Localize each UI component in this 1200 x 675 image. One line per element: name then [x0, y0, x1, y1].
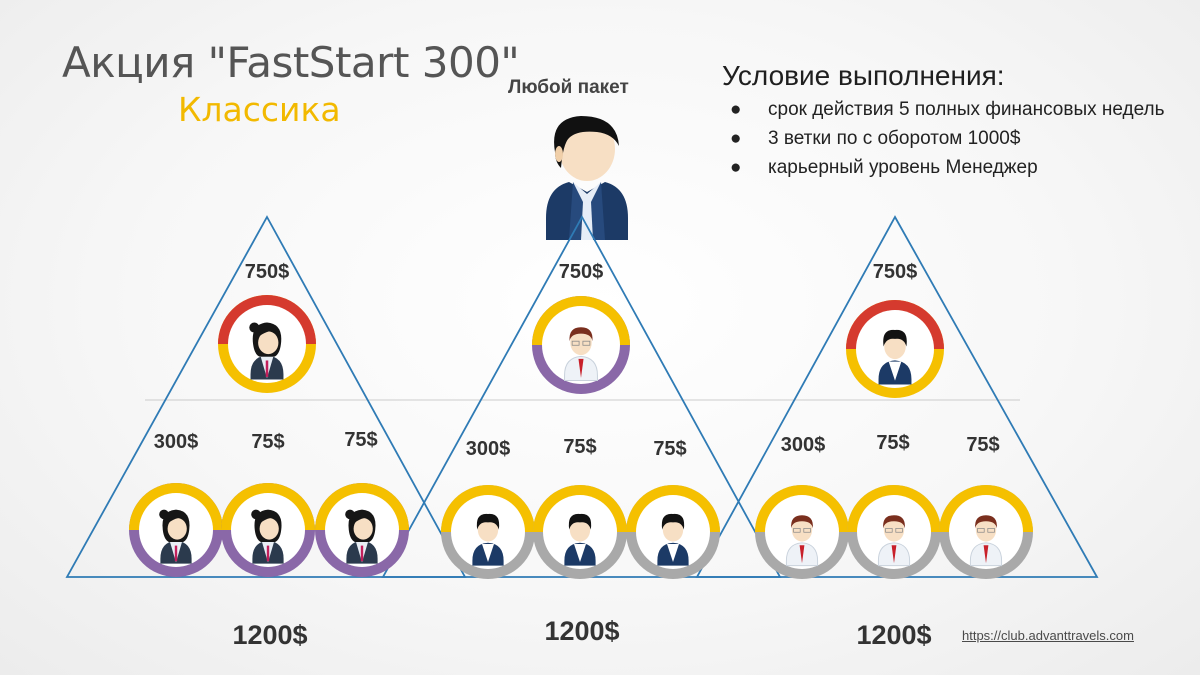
bottom-partner-avatar: [129, 483, 223, 577]
bottom-partner-avatar: [626, 485, 720, 579]
female-icon: [159, 509, 192, 564]
condition-item: ● срок действия 5 полных финансовых недел…: [730, 97, 1170, 123]
top-amount-label: 750$: [245, 261, 290, 283]
condition-item: ● 3 ветки по с оборотом 1000$: [730, 126, 1170, 152]
branch-total-label: 1200$: [232, 620, 307, 650]
businessman-icon: [472, 513, 504, 566]
conditions-list: ● срок действия 5 полных финансовых недел…: [730, 97, 1170, 184]
businessman-icon: [878, 329, 912, 385]
bottom-amount-label: 75$: [653, 438, 686, 460]
bottom-partner-avatar: [533, 485, 627, 579]
conditions-title: Условие выполнения:: [722, 60, 1005, 91]
brown-hair-man-icon: [877, 515, 911, 567]
bottom-amount-label: 300$: [781, 434, 826, 456]
brown-hair-man-icon: [564, 327, 598, 381]
top-partner-avatar: [846, 300, 944, 398]
branch-triangle-1: [65, 215, 467, 578]
bottom-amount-label: 300$: [466, 438, 511, 460]
condition-text: срок действия 5 полных финансовых недель: [768, 99, 1165, 120]
top-partner-avatar: [532, 296, 630, 394]
bottom-partner-avatar: [315, 483, 409, 577]
bottom-amount-label: 75$: [876, 432, 909, 454]
bullet-icon: ●: [730, 99, 742, 120]
condition-text: карьерный уровень Менеджер: [768, 157, 1038, 178]
bottom-amount-label: 75$: [966, 434, 999, 456]
brown-hair-man-icon: [785, 515, 819, 567]
top-package-label: Любой пакет: [508, 77, 629, 98]
page-subtitle: Классика: [178, 90, 341, 129]
businessman-icon: [564, 513, 596, 566]
bottom-partner-avatar: [221, 483, 315, 577]
branch-total-label: 1200$: [544, 616, 619, 646]
bottom-partner-avatar: [939, 485, 1033, 579]
condition-text: 3 ветки по с оборотом 1000$: [768, 128, 1021, 149]
bullet-icon: ●: [730, 128, 742, 149]
bottom-amount-label: 75$: [251, 431, 284, 453]
page-title: Акция "FastStart 300": [62, 38, 520, 87]
female-icon: [345, 509, 378, 564]
bottom-partner-avatar: [755, 485, 849, 579]
bottom-partner-avatar: [441, 485, 535, 579]
bottom-amount-label: 75$: [563, 436, 596, 458]
bottom-partner-avatar: [847, 485, 941, 579]
bottom-amount-label: 75$: [344, 429, 377, 451]
female-icon: [251, 509, 284, 564]
top-partner-avatar: [218, 295, 316, 393]
leader-person-icon: [546, 116, 628, 240]
bullet-icon: ●: [730, 157, 742, 178]
branch-total-label: 1200$: [856, 620, 931, 650]
website-link[interactable]: https://club.advanttravels.com: [962, 628, 1134, 643]
brown-hair-man-icon: [969, 515, 1003, 567]
top-amount-label: 750$: [559, 261, 604, 283]
top-amount-label: 750$: [873, 261, 918, 283]
businessman-icon: [657, 513, 689, 566]
condition-item: ● карьерный уровень Менеджер: [730, 155, 1170, 181]
female-icon: [249, 322, 284, 380]
bottom-amount-label: 300$: [154, 431, 199, 453]
